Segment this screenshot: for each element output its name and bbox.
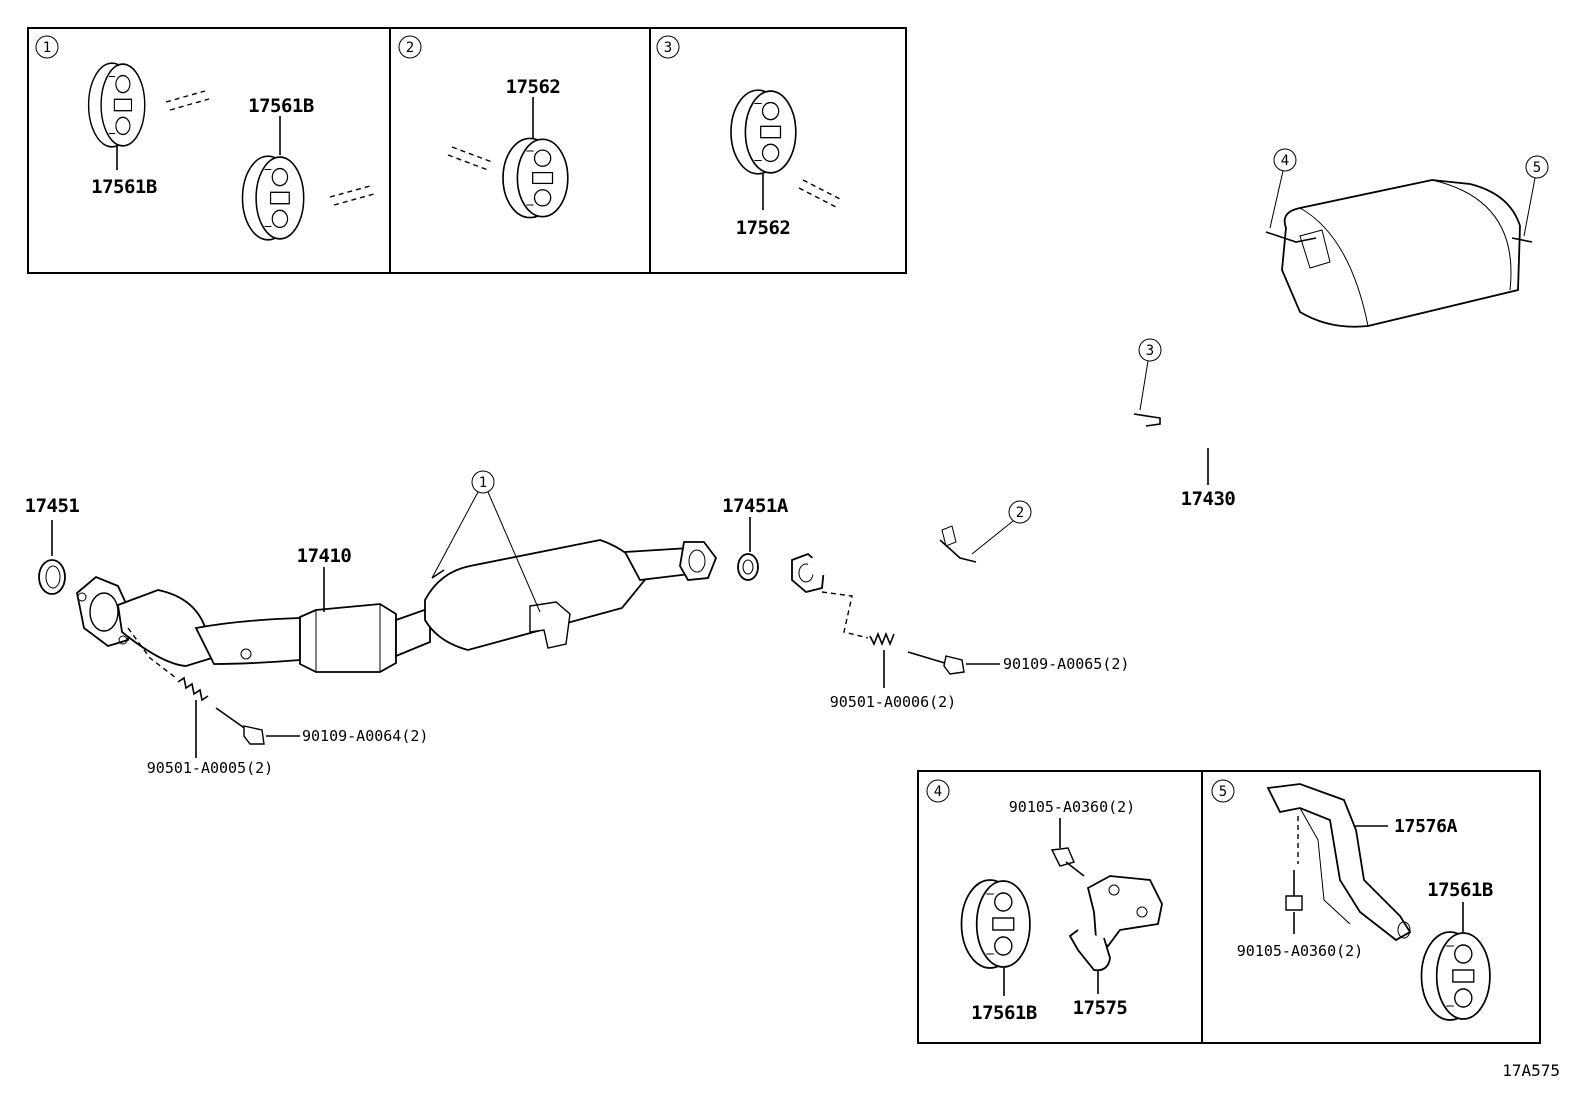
inset-1: 1 17561B 17561B <box>27 27 391 274</box>
part-label-17561B[interactable]: 17561B <box>91 176 157 198</box>
center-fasteners: 90501-A0006(2) 90109-A0065(2) <box>821 591 1129 711</box>
gasket-front: 17451 <box>25 495 80 595</box>
part-label-90501-A0006[interactable]: 90501-A0006(2) <box>830 693 956 711</box>
callout-3[interactable]: 3 <box>1138 338 1162 411</box>
part-label-17561B[interactable]: 17561B <box>1427 879 1493 901</box>
bolt-icon <box>907 651 965 675</box>
bolt-icon <box>1285 870 1303 911</box>
part-label-90109-A0065[interactable]: 90109-A0065(2) <box>1003 655 1129 673</box>
inset-3: 3 17562 <box>649 27 907 274</box>
tail-pipe-assembly <box>791 179 1533 593</box>
part-label-17576A[interactable]: 17576A <box>1394 816 1458 837</box>
part-label-17410[interactable]: 17410 <box>297 545 352 567</box>
hanger-bracket-icon <box>1068 875 1163 972</box>
front-pipe-assembly <box>76 539 718 673</box>
part-label-17561B[interactable]: 17561B <box>971 1002 1037 1024</box>
callout-1[interactable]: 1 <box>431 470 541 613</box>
diagram-code: 17A575 <box>1502 1061 1560 1080</box>
hanger-rubber-icon <box>960 879 1031 969</box>
part-label-90105-A0360[interactable]: 90105-A0360(2) <box>1009 798 1135 816</box>
inset-4: 4 90105-A0360(2) 17561B 17575 <box>917 770 1203 1044</box>
callout-label: 3 <box>1146 343 1154 359</box>
bolt-icon <box>215 707 265 745</box>
part-label-90109-A0064[interactable]: 90109-A0064(2) <box>302 727 428 745</box>
inset-5: 5 17576A 90105-A0360(2) 17561B <box>1201 770 1541 1044</box>
hanger-rubber-icon <box>241 155 305 241</box>
callout-label: 2 <box>1016 505 1024 521</box>
inset-ref-label: 4 <box>934 784 942 800</box>
hanger-rubber-icon <box>87 62 146 148</box>
callout-5[interactable]: 5 <box>1523 155 1549 237</box>
inset-ref-label: 1 <box>43 40 51 56</box>
part-label-17575[interactable]: 17575 <box>1073 997 1128 1019</box>
gasket-center: 17451A <box>722 495 789 581</box>
part-label-17562[interactable]: 17562 <box>506 76 561 98</box>
part-label-17430[interactable]: 17430 <box>1181 488 1236 510</box>
inset-ref-label: 2 <box>406 40 414 56</box>
hanger-rubber-icon <box>1420 931 1491 1021</box>
spring-icon <box>177 676 209 702</box>
part-label-17451[interactable]: 17451 <box>25 495 80 517</box>
inset-ref-label: 5 <box>1219 784 1227 800</box>
part-label-90501-A0005[interactable]: 90501-A0005(2) <box>147 759 273 777</box>
hanger-rubber-icon <box>730 89 797 175</box>
callout-label: 5 <box>1533 160 1541 176</box>
callout-label: 1 <box>479 475 487 491</box>
callout-label: 4 <box>1281 153 1289 169</box>
callout-4[interactable]: 4 <box>1269 148 1297 229</box>
inset-2: 2 17562 <box>389 27 651 274</box>
bolt-icon <box>1050 847 1085 877</box>
part-label-17561B[interactable]: 17561B <box>248 95 314 117</box>
part-label-90105-A0360[interactable]: 90105-A0360(2) <box>1237 942 1363 960</box>
front-fasteners: 90501-A0005(2) 90109-A0064(2) <box>127 627 428 777</box>
part-label-17451A[interactable]: 17451A <box>722 495 789 517</box>
part-label-17562[interactable]: 17562 <box>736 217 791 239</box>
front-pipe-label: 17410 <box>297 545 352 612</box>
tail-pipe-label: 17430 <box>1181 448 1236 510</box>
hanger-rubber-icon <box>502 137 569 219</box>
hanger-bracket-icon <box>1266 783 1412 942</box>
callout-2[interactable]: 2 <box>971 500 1032 555</box>
inset-ref-label: 3 <box>664 40 672 56</box>
spring-icon <box>869 631 895 647</box>
